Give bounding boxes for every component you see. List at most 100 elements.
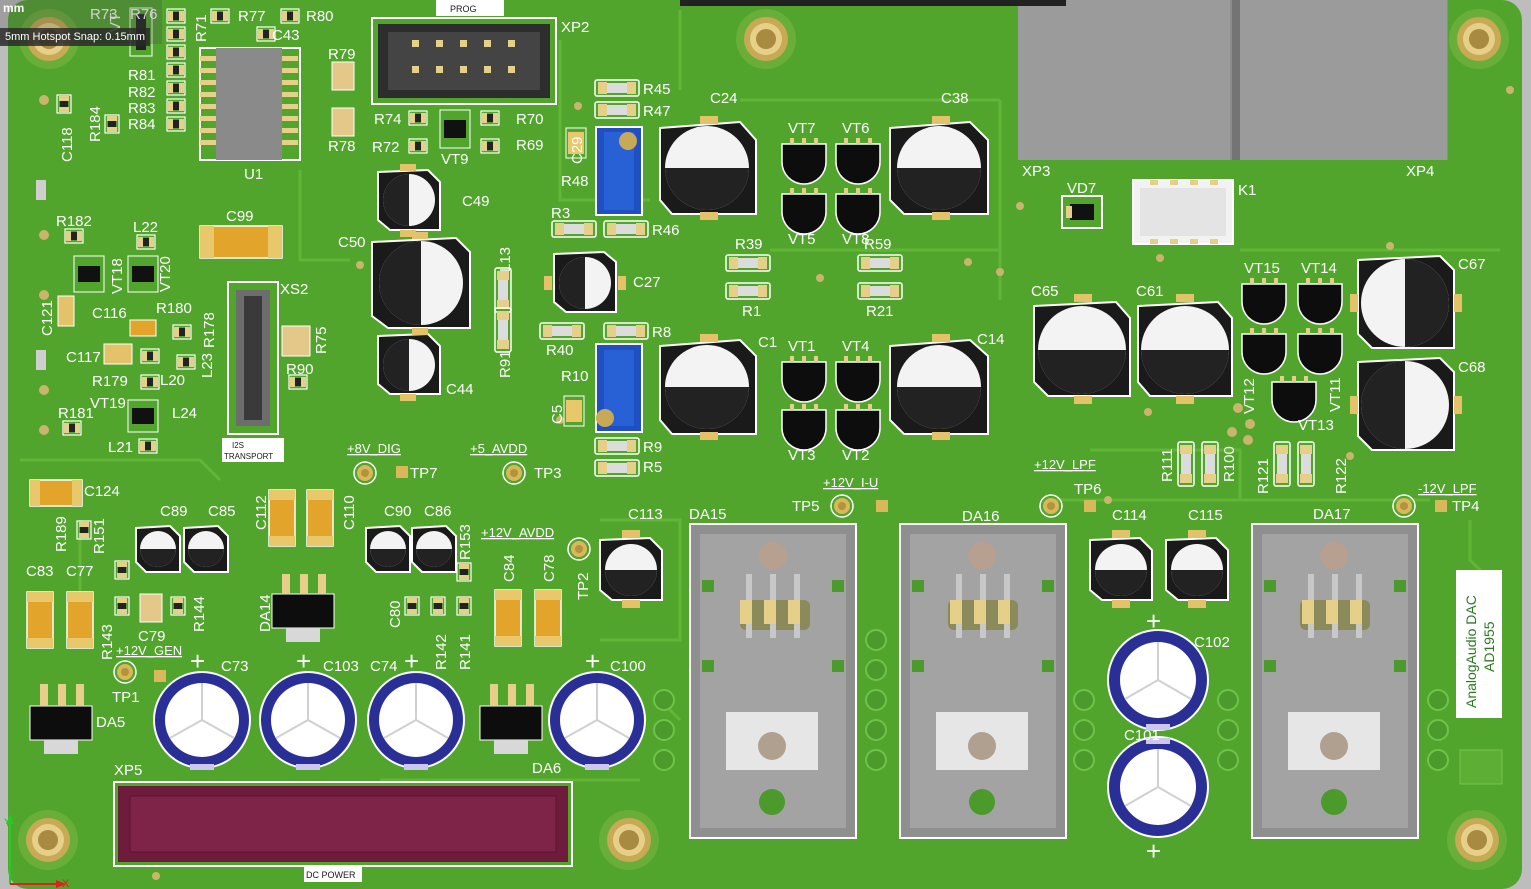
ref-r72: R72 xyxy=(372,139,400,156)
snap-status: 5mm Hotspot Snap: 0.15mm xyxy=(0,28,151,46)
brand-line1: AnalogAudio DAC xyxy=(1463,595,1479,708)
ref-xp2: XP2 xyxy=(561,19,589,36)
ref-c121: C121 xyxy=(39,300,56,336)
ref-r77: R77 xyxy=(238,8,266,25)
ref-c73: C73 xyxy=(221,658,249,675)
ref-c49: C49 xyxy=(462,193,490,210)
ref-vt3: VT3 xyxy=(788,447,816,464)
ref-r76: R76 xyxy=(130,6,158,23)
ref-r181: R181 xyxy=(58,405,94,422)
ref-r179: R179 xyxy=(92,373,128,390)
ref-c43: C43 xyxy=(272,27,300,44)
ref-k1: K1 xyxy=(1238,182,1256,199)
ref-r9: R9 xyxy=(643,439,662,456)
ref-r121: R121 xyxy=(1255,458,1272,494)
ref-vt11: VT11 xyxy=(1327,377,1344,412)
polarity-plus: + xyxy=(404,646,419,676)
ref-tp1: TP1 xyxy=(112,689,140,706)
ref-r184: R184 xyxy=(87,106,104,142)
rail-12v-avdd: +12V_AVDD xyxy=(481,525,554,540)
ref-c74: C74 xyxy=(370,658,398,675)
units-label: mm xyxy=(3,1,25,15)
ref-l21: L21 xyxy=(108,439,133,456)
ref-r90: R90 xyxy=(286,361,314,378)
polarity-plus: + xyxy=(1146,836,1161,866)
svg-text:Y: Y xyxy=(4,817,12,829)
ref-c77: C77 xyxy=(66,563,94,580)
ref-c1: C1 xyxy=(758,334,777,351)
ref-c100: C100 xyxy=(610,658,646,675)
ref-tp4: TP4 xyxy=(1452,498,1480,515)
ref-vt12: VT12 xyxy=(1241,378,1258,414)
ref-c86: C86 xyxy=(424,503,452,520)
ref-r78: R78 xyxy=(328,138,356,155)
ref-vt6: VT6 xyxy=(842,120,870,137)
ref-c79: C79 xyxy=(138,628,166,645)
ref-r70: R70 xyxy=(516,111,544,128)
ref-c78: C78 xyxy=(541,554,558,582)
ref-c99: C99 xyxy=(226,208,254,225)
ref-r47: R47 xyxy=(643,103,671,120)
ref-r80: R80 xyxy=(306,8,334,25)
ref-l22: L22 xyxy=(133,219,158,236)
ref-c67: C67 xyxy=(1458,256,1486,273)
ref-r143: R143 xyxy=(99,624,116,660)
ref-c24: C24 xyxy=(710,90,738,107)
ref-c102: C102 xyxy=(1194,634,1230,651)
ref-r91: R91 xyxy=(497,350,514,378)
ref-tp6: TP6 xyxy=(1074,481,1102,498)
ref-r122: R122 xyxy=(1333,458,1350,494)
ref-r178: R178 xyxy=(201,312,218,348)
ref-xp3: XP3 xyxy=(1022,163,1050,180)
ref-tp3: TP3 xyxy=(534,465,562,482)
ref-c116: C116 xyxy=(92,305,127,322)
ref-r84: R84 xyxy=(128,116,156,133)
ref-r189: R189 xyxy=(53,516,70,552)
ref-c14: C14 xyxy=(977,331,1005,348)
svg-text:X: X xyxy=(62,878,70,889)
rail-m12v-lpf: -12V_LPF xyxy=(1418,481,1477,496)
ref-vt18: VT18 xyxy=(109,258,126,294)
ref-r71: R71 xyxy=(193,14,210,42)
ref-r46: R46 xyxy=(652,222,680,239)
tag-prog: PROG xyxy=(450,4,477,14)
ref-r69: R69 xyxy=(516,137,544,154)
ref-r21: R21 xyxy=(866,303,894,320)
ref-vt19: VT19 xyxy=(90,395,126,412)
ref-u1: U1 xyxy=(244,166,263,183)
ref-c44: C44 xyxy=(446,381,474,398)
ref-c112: C112 xyxy=(253,495,270,530)
ref-da16: DA16 xyxy=(962,508,1000,525)
ref-r79: R79 xyxy=(328,46,356,63)
ref-da15: DA15 xyxy=(689,506,727,523)
polarity-plus: + xyxy=(190,646,205,676)
ref-c89: C89 xyxy=(160,503,188,520)
ref-xp5: XP5 xyxy=(114,762,142,779)
ref-r142: R142 xyxy=(433,634,450,670)
ref-r83: R83 xyxy=(128,100,156,117)
ref-c90: C90 xyxy=(384,503,412,520)
ref-r3: R3 xyxy=(551,205,570,222)
ref-vd7: VD7 xyxy=(1067,180,1096,197)
ref-c110: C110 xyxy=(341,495,358,530)
ref-l13: L13 xyxy=(497,247,514,272)
polarity-plus: + xyxy=(1146,606,1161,636)
polarity-plus: + xyxy=(296,646,311,676)
ref-r75: R75 xyxy=(313,326,330,354)
ref-r10: R10 xyxy=(561,368,589,385)
ref-l23: L23 xyxy=(199,353,216,378)
ref-r81: R81 xyxy=(128,67,156,84)
ref-xp4: XP4 xyxy=(1406,163,1434,180)
ref-vt15: VT15 xyxy=(1244,260,1280,277)
ref-r8: R8 xyxy=(652,324,671,341)
ref-vt9: VT9 xyxy=(441,151,469,168)
ref-da5: DA5 xyxy=(96,714,125,731)
ref-r48: R48 xyxy=(561,173,589,190)
ref-c29: C29 xyxy=(569,136,586,164)
rail-12v-gen: +12V_GEN xyxy=(116,643,182,658)
ref-vt8: VT8 xyxy=(842,231,870,248)
rail-5-avdd: +5_AVDD xyxy=(470,441,527,456)
ref-vt4: VT4 xyxy=(842,338,870,355)
